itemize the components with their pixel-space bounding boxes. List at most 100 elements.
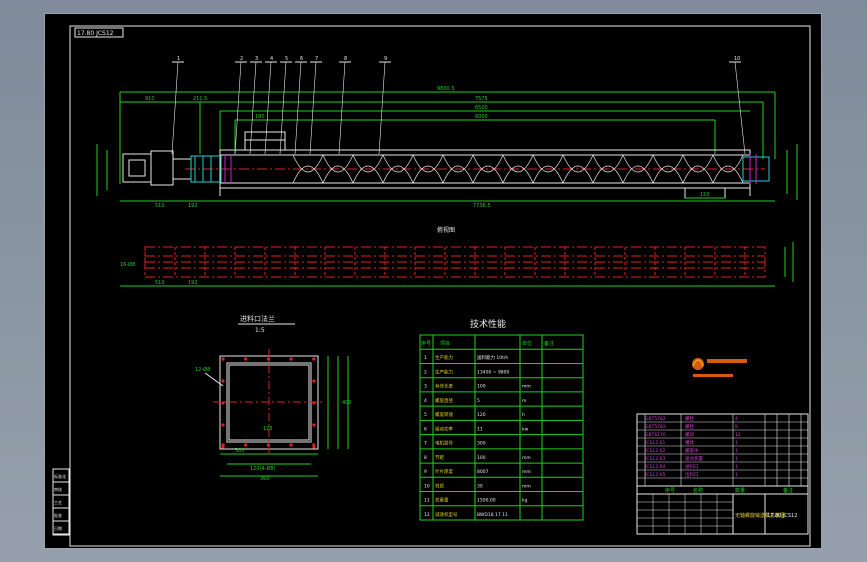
screw-flight xyxy=(352,165,384,184)
screw-flight xyxy=(682,165,714,184)
part-balloon: 5 xyxy=(285,56,288,62)
table-cell: 材质 xyxy=(435,482,444,489)
screw-flight xyxy=(622,154,654,173)
parts-name: 出料口 xyxy=(685,471,699,478)
dim-d12: 12-Ø8 xyxy=(195,366,210,373)
table-cell: 5 xyxy=(477,398,480,404)
table-cell: h xyxy=(522,412,525,418)
table-cell: 生产能力 xyxy=(435,368,453,375)
part-balloon: 3 xyxy=(255,56,258,62)
screw-flight xyxy=(592,165,624,184)
part-balloon: 6 xyxy=(300,56,303,62)
parts-name: 槽体 xyxy=(685,439,694,446)
table-cell: 10 xyxy=(424,483,430,489)
screw-flight xyxy=(652,165,684,184)
dim-d8: 510 xyxy=(155,203,165,209)
screw-flight xyxy=(352,154,384,173)
parts-code: JCS12-04 xyxy=(644,464,666,470)
view-label: 进料口法兰 xyxy=(240,314,275,323)
parts-code: GBT6170 xyxy=(645,432,666,438)
table-cell: 1 xyxy=(424,355,427,361)
part-balloon: 2 xyxy=(240,56,243,62)
svg-text:序号: 序号 xyxy=(665,487,675,494)
elevation-view: 9800.5 7575 6500 6000 910 211.5 180 xyxy=(96,56,798,209)
screw-flight xyxy=(712,154,744,173)
part-balloon: 8 xyxy=(344,56,347,62)
table-cell: m xyxy=(522,399,526,404)
dim-d13: 300 xyxy=(235,448,245,454)
stamp-label: 日期 xyxy=(54,525,62,531)
stamp-label: 标准化 xyxy=(54,473,66,479)
dim-d18: 16-Ø8 xyxy=(120,261,135,268)
parts-code: JCS12-02 xyxy=(644,448,666,454)
table-cell: 有效长度 xyxy=(435,383,453,390)
parts-code: GBT5782 xyxy=(645,416,666,422)
screw-flight xyxy=(592,154,624,173)
table-cell: 13400 ~ 9800 xyxy=(477,369,510,375)
parts-qty: 8 xyxy=(735,424,738,430)
table-cell: 120 xyxy=(477,412,486,418)
table-cell: 3 xyxy=(424,384,427,390)
screw-flight xyxy=(412,165,444,184)
table-cell: 7 xyxy=(424,441,427,447)
dim-d15: 125 xyxy=(263,426,273,432)
parts-qty: 12 xyxy=(735,432,741,438)
dim-d16: 120(4-Ø8) xyxy=(250,465,276,472)
table-cell: 1500.00 xyxy=(477,498,496,504)
table-header: 序号 xyxy=(421,340,431,347)
table-cell: 送料能力 10t/h xyxy=(477,354,508,361)
part-balloon: 9 xyxy=(384,56,387,62)
code-box xyxy=(74,27,124,38)
dim-overall: 9800.5 xyxy=(437,86,455,92)
parts-name: 螺栓 xyxy=(685,415,694,422)
table-cell: 12 xyxy=(424,512,430,518)
parts-name: 进料口 xyxy=(685,463,699,470)
svg-text:名称: 名称 xyxy=(693,487,703,494)
table-cell: 2 xyxy=(424,369,427,375)
flange-detail: 进料口法兰 1:5 300 125 120(4-Ø8) 360 12- xyxy=(195,314,352,482)
table-header: 单位 xyxy=(522,340,532,347)
table-cell: 减速机型号 xyxy=(435,511,458,518)
dim-d10: 150 xyxy=(700,192,710,198)
screw-flight xyxy=(682,154,714,173)
parts-code: JCS12-03 xyxy=(644,456,666,462)
dim-d11: 360 xyxy=(260,476,270,482)
drawing-sheet[interactable]: 17.80 JCS12 9800.5 7575 6500 6000 910 21… xyxy=(44,13,822,549)
svg-text:备注: 备注 xyxy=(783,487,793,494)
part-balloon: 10 xyxy=(734,56,740,62)
dim-d2: 6500 xyxy=(475,105,488,111)
parts-qty: 1 xyxy=(735,472,738,478)
screw-flight xyxy=(442,165,474,184)
part-balloon: 7 xyxy=(315,56,318,62)
dim-d7: 7736.5 xyxy=(473,203,491,209)
parts-name: 螺母 xyxy=(685,431,694,438)
table-cell: mm xyxy=(522,484,531,489)
dim-d1: 7575 xyxy=(475,96,488,102)
code-box-text: 17.80 JCS12 xyxy=(77,30,114,37)
table-cell: mm xyxy=(522,456,531,461)
stamp-label: 审核 xyxy=(54,486,62,492)
view-scale: 1:5 xyxy=(255,327,265,334)
screw-flight xyxy=(472,165,504,184)
cad-drawing: 17.80 JCS12 9800.5 7575 6500 6000 910 21… xyxy=(52,25,811,547)
part-balloon: 1 xyxy=(177,56,180,62)
table-cell: 螺旋转速 xyxy=(435,411,453,418)
dim-d6: 180 xyxy=(255,114,265,120)
parts-qty: 1 xyxy=(735,464,738,470)
table-cell: kw xyxy=(522,426,529,432)
table-cell: 30 xyxy=(477,483,483,489)
inner-frame xyxy=(69,25,811,547)
screw-flight xyxy=(652,154,684,173)
parts-name: 螺旋体 xyxy=(685,447,699,454)
screw-flight xyxy=(322,154,354,173)
table-cell: 11 xyxy=(477,426,483,432)
dim-d14: 400 xyxy=(342,400,352,406)
table-cell: 电机型号 xyxy=(435,440,453,447)
reducer xyxy=(150,150,174,186)
screw-flight xyxy=(562,154,594,173)
table-cell: 100 xyxy=(477,455,486,461)
